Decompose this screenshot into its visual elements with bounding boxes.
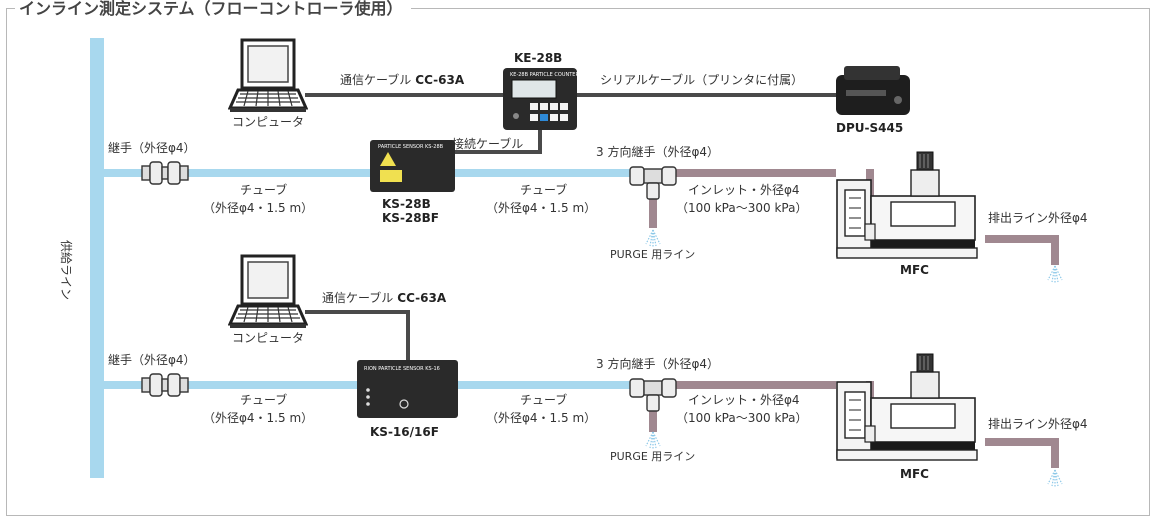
top-three-way-label: 3 方向継手（外径φ4） [596,144,719,159]
bottom-tube-branch [104,381,144,389]
ks-28b-sensor-device: PARTICLE SENSOR KS-28B [370,140,455,192]
bottom-joint-label: 継手（外径φ4） [108,352,196,367]
top-tube-1 [188,169,370,177]
bottom-tube-1 [188,381,358,389]
top-purge-label: PURGE 用ライン [610,248,695,261]
bottom-tube-2 [458,381,630,389]
supply-line-pipe [90,38,104,478]
top-mfc-label: MFC [900,263,929,277]
supply-line-label: 供給ライン [59,240,73,300]
top-exhaust-spray-icon [1047,265,1063,284]
top-exhaust-down [1051,235,1059,265]
bottom-exhaust-down [1051,438,1059,468]
top-exhaust-label: 排出ライン外径φ4 [988,211,1088,225]
top-tube-2-spec: （外径φ4・1.5 m） [486,201,596,215]
top-purge-spray-icon [645,229,661,248]
ke-28b-counter-device: KE-28B PARTICLE COUNTER [503,68,579,130]
bottom-computer-icon [228,254,308,330]
top-inlet-tube [676,169,836,177]
bottom-computer-label: コンピュータ [232,331,304,345]
bottom-three-way-label: 3 方向継手（外径φ4） [596,356,719,371]
bottom-inlet-pressure: （100 kPa～300 kPa） [676,411,807,425]
top-tube-2 [455,169,630,177]
bottom-joint-icon [141,373,189,397]
diagram-title: インライン測定システム（フローコントローラ使用） [15,0,411,19]
top-inlet-label: インレット・外径φ4 [688,183,800,197]
top-three-way-joint-icon [629,166,677,200]
top-computer-label: コンピュータ [232,115,304,129]
top-tube-1-label: チューブ [240,182,287,197]
top-mfc-icon [836,151,978,259]
top-exhaust-tube [985,235,1055,243]
bottom-purge-label: PURGE 用ライン [610,450,695,463]
bottom-purge-tube [649,404,657,432]
top-tube-branch [104,169,144,177]
bottom-tube-1-label: チューブ [240,392,287,407]
bottom-cables [305,310,410,360]
printer-icon [836,66,910,115]
top-inlet-pressure: （100 kPa～300 kPa） [676,201,807,215]
bottom-tube-2-label: チューブ [520,392,567,407]
bottom-exhaust-label: 排出ライン外径φ4 [988,417,1088,431]
bottom-inlet-tube [676,381,836,389]
ks-16-sensor-device: RION PARTICLE SENSOR KS-16 [357,360,458,418]
bottom-tube-1-spec: （外径φ4・1.5 m） [203,411,313,425]
printer-label: DPU-S445 [836,121,903,135]
bottom-exhaust-tube [985,438,1055,446]
top-joint-label: 継手（外径φ4） [108,140,196,155]
top-joint-icon [141,161,189,185]
bottom-three-way-joint-icon [629,378,677,412]
bottom-purge-spray-icon [645,431,661,450]
bottom-inlet-label: インレット・外径φ4 [688,393,800,407]
bottom-tube-2-spec: （外径φ4・1.5 m） [486,411,596,425]
ke-28b-label: KE-28B [514,51,562,65]
bottom-mfc-icon [836,353,978,461]
top-tube-2-label: チューブ [520,182,567,197]
ks-16-label: KS-16/16F [370,425,439,439]
bottom-mfc-label: MFC [900,467,929,481]
svg-text:RION PARTICLE SENSOR KS-16: RION PARTICLE SENSOR KS-16 [364,366,440,372]
top-tube-1-spec: （外径φ4・1.5 m） [203,201,313,215]
top-purge-tube [649,192,657,228]
ks-28b-label: KS-28B [382,197,431,211]
ks-28bf-label: KS-28BF [382,211,439,225]
serial-cable-label: シリアルケーブル（プリンタに付属） [600,72,803,87]
svg-text:PARTICLE SENSOR KS-28B: PARTICLE SENSOR KS-28B [378,144,444,150]
diagram-frame: インライン測定システム（フローコントローラ使用） [6,0,1150,516]
svg-text:KE-28B PARTICLE COUNTER: KE-28B PARTICLE COUNTER [510,72,579,78]
connect-cable-label: 接続ケーブル [452,136,523,151]
top-computer-icon [228,38,308,114]
bottom-exhaust-spray-icon [1047,469,1063,488]
